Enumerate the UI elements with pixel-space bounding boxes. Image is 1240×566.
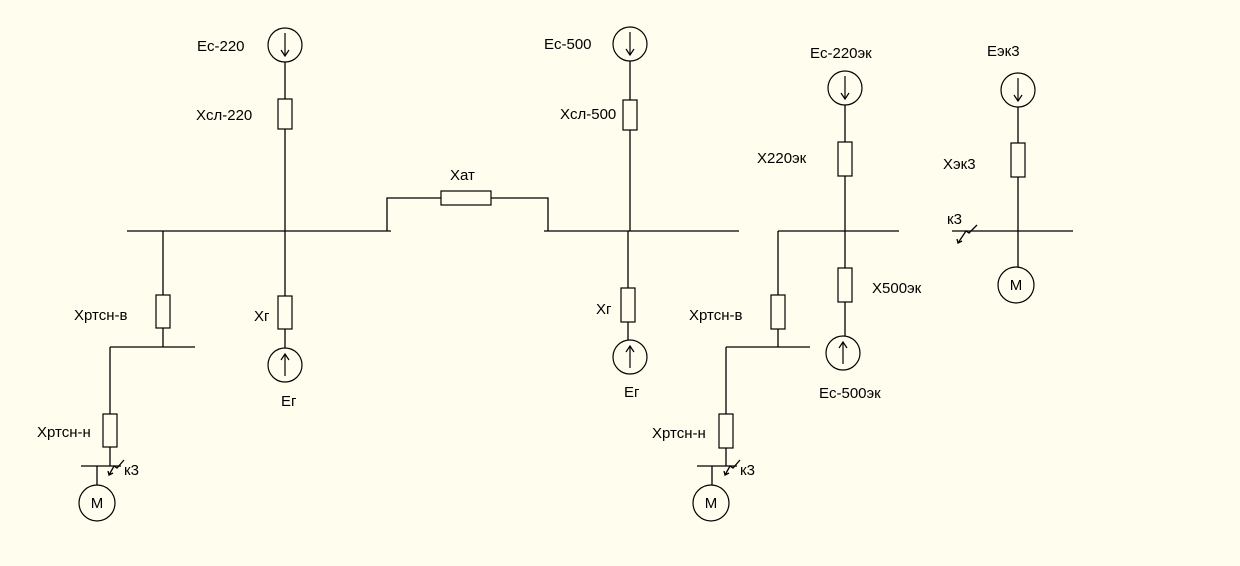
k3-left-label: к3 <box>124 462 139 479</box>
xat-resistor <box>440 190 492 206</box>
ec220-source <box>267 27 303 63</box>
k3-right-label: к3 <box>740 462 755 479</box>
wire <box>491 197 549 231</box>
eg-left-source <box>267 347 303 383</box>
xrtsn-n-left-label: Xртсн-н <box>37 424 91 441</box>
motor-left-label: M <box>91 495 104 512</box>
motor-right <box>692 484 730 522</box>
xek3-label: Xэк3 <box>943 156 976 173</box>
x500ek-resistor <box>837 267 853 303</box>
wire <box>386 197 441 231</box>
xsl500-resistor <box>622 99 638 131</box>
ec500-label: Ec-500 <box>544 36 592 53</box>
fault-left-icon <box>107 459 125 476</box>
xg-mid-resistor <box>620 287 636 323</box>
xrtsn-v-left-resistor <box>155 294 171 329</box>
x220ek-label: X220эк <box>757 150 807 167</box>
fault-far-icon <box>956 224 978 244</box>
xrtsn-v-right-resistor <box>770 294 786 330</box>
ec500-source <box>612 26 648 62</box>
xat-label: Xат <box>450 167 475 184</box>
eg-left-label: Eг <box>281 393 297 410</box>
xrtsn-n-right-resistor <box>718 413 734 449</box>
ec220-label: Ec-220 <box>197 38 245 55</box>
xg-left-label: Xг <box>254 308 270 325</box>
xsl220-resistor <box>277 98 293 130</box>
xrtsn-n-left-resistor <box>102 413 118 448</box>
xsl220-label: Xсл-220 <box>196 107 252 124</box>
motor-far <box>997 266 1035 304</box>
x220ek-resistor <box>837 141 853 177</box>
xg-left-resistor <box>277 295 293 330</box>
ec220ek-label: Ec-220эк <box>810 45 872 62</box>
k3-far-label: к3 <box>947 211 962 228</box>
ec500ek-source <box>825 335 861 371</box>
motor-left <box>78 484 116 522</box>
eek3-label: Eэк3 <box>987 43 1020 60</box>
xek3-resistor <box>1010 142 1026 178</box>
motor-far-label: M <box>1010 277 1023 294</box>
xg-mid-label: Xг <box>596 301 612 318</box>
fault-right-icon <box>723 459 741 476</box>
xrtsn-v-left-label: Xртсн-в <box>74 307 127 324</box>
ec500ek-label: Ec-500эк <box>819 385 881 402</box>
eg-mid-label: Eг <box>624 384 640 401</box>
xsl500-label: Xсл-500 <box>560 106 616 123</box>
ec220ek-source <box>827 70 863 106</box>
eek3-source <box>1000 72 1036 108</box>
motor-right-label: M <box>705 495 718 512</box>
xrtsn-n-right-label: Xртсн-н <box>652 425 706 442</box>
eg-mid-source <box>612 339 648 375</box>
x500ek-label: X500эк <box>872 280 922 297</box>
xrtsn-v-right-label: Xртсн-в <box>689 307 742 324</box>
